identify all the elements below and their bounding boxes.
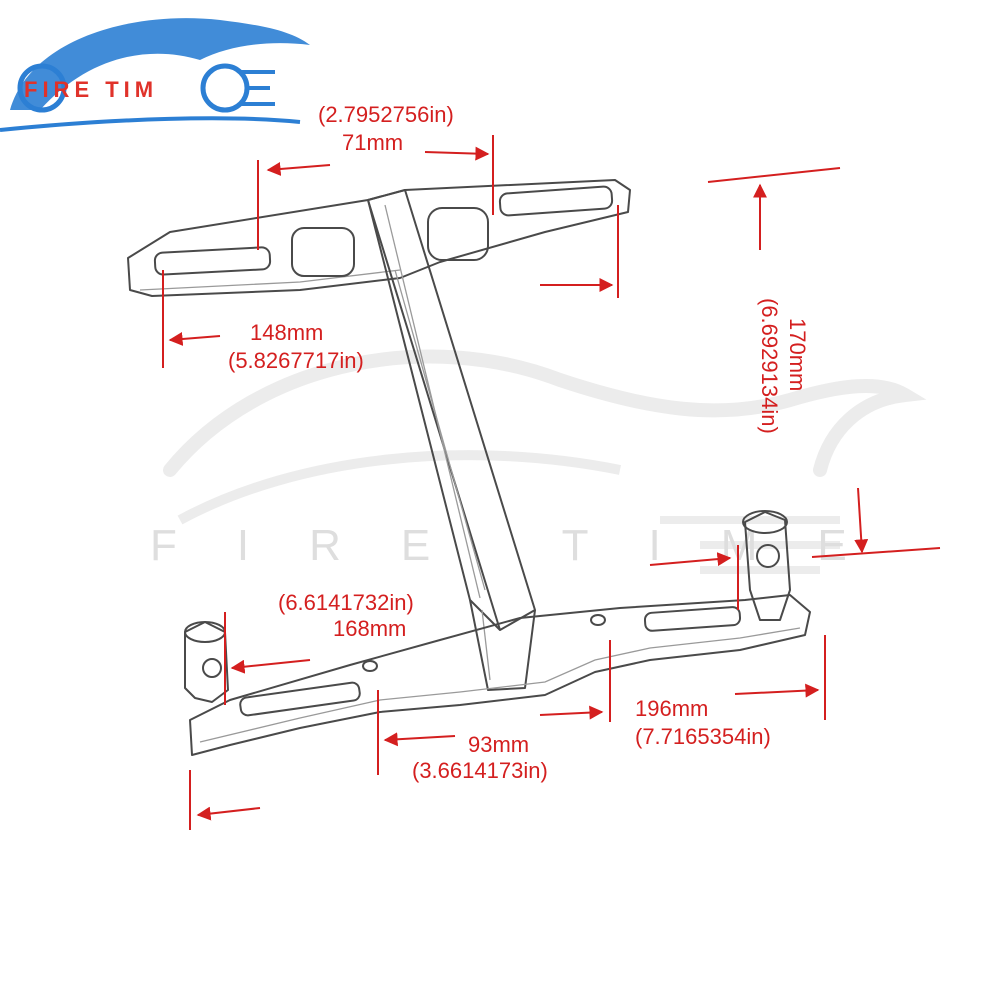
dim-arrow [649, 552, 732, 567]
mounting-hole [362, 660, 378, 672]
bracket-drawing [127, 179, 811, 756]
brand-logo: FIRE TIM [0, 18, 310, 132]
top-window-right [427, 207, 489, 261]
dim-arrow [854, 487, 869, 554]
mounting-hole [590, 614, 606, 626]
dim-arrow [168, 332, 221, 346]
dim-top-spacing-mm: 71mm [342, 130, 403, 155]
dim-arrow [539, 705, 604, 720]
dim-arrow [734, 683, 820, 698]
dim-height-mm: 170mm [785, 318, 810, 391]
top-window-left [291, 227, 355, 277]
top-slot-right [498, 185, 614, 217]
bottom-slot-left [239, 681, 361, 717]
watermark-text: FIRE TIME [150, 521, 907, 570]
bottom-slot-right [643, 606, 742, 632]
bottom-plate [189, 594, 811, 756]
logo-text: FIRE TIM [24, 77, 158, 102]
left-clamp [184, 621, 229, 703]
dim-bottom-width-mm: 196mm [635, 696, 708, 721]
dim-arrow [266, 162, 331, 176]
top-slot-left [153, 246, 272, 276]
dim-hole-spacing-in: (3.6614173in) [412, 758, 548, 783]
logo-underline [0, 116, 301, 132]
dim-arrow [383, 732, 456, 747]
dimension-lines [162, 135, 941, 830]
dim-bottom-mid-in: (6.6141732in) [278, 590, 414, 615]
dim-top-width-in: (5.8267717in) [228, 348, 364, 373]
dim-arrow [424, 146, 490, 161]
right-clamp [744, 511, 791, 621]
logo-wheel-icon [17, 63, 67, 113]
dim-height-in: (6.6929134in) [757, 298, 782, 434]
dim-hole-spacing-mm: 93mm [468, 732, 529, 757]
dim-top-spacing-in: (2.7952756in) [318, 102, 454, 127]
dim-top-width-mm: 148mm [250, 320, 323, 345]
dim-arrow [230, 659, 311, 674]
dimension-labels: (2.7952756in) 71mm 148mm (5.8267717in) 1… [228, 102, 810, 783]
logo-swoosh-icon [10, 18, 310, 110]
dim-arrow [196, 806, 261, 821]
dim-bottom-mid-mm: 168mm [333, 616, 406, 641]
dim-bottom-width-in: (7.7165354in) [635, 724, 771, 749]
